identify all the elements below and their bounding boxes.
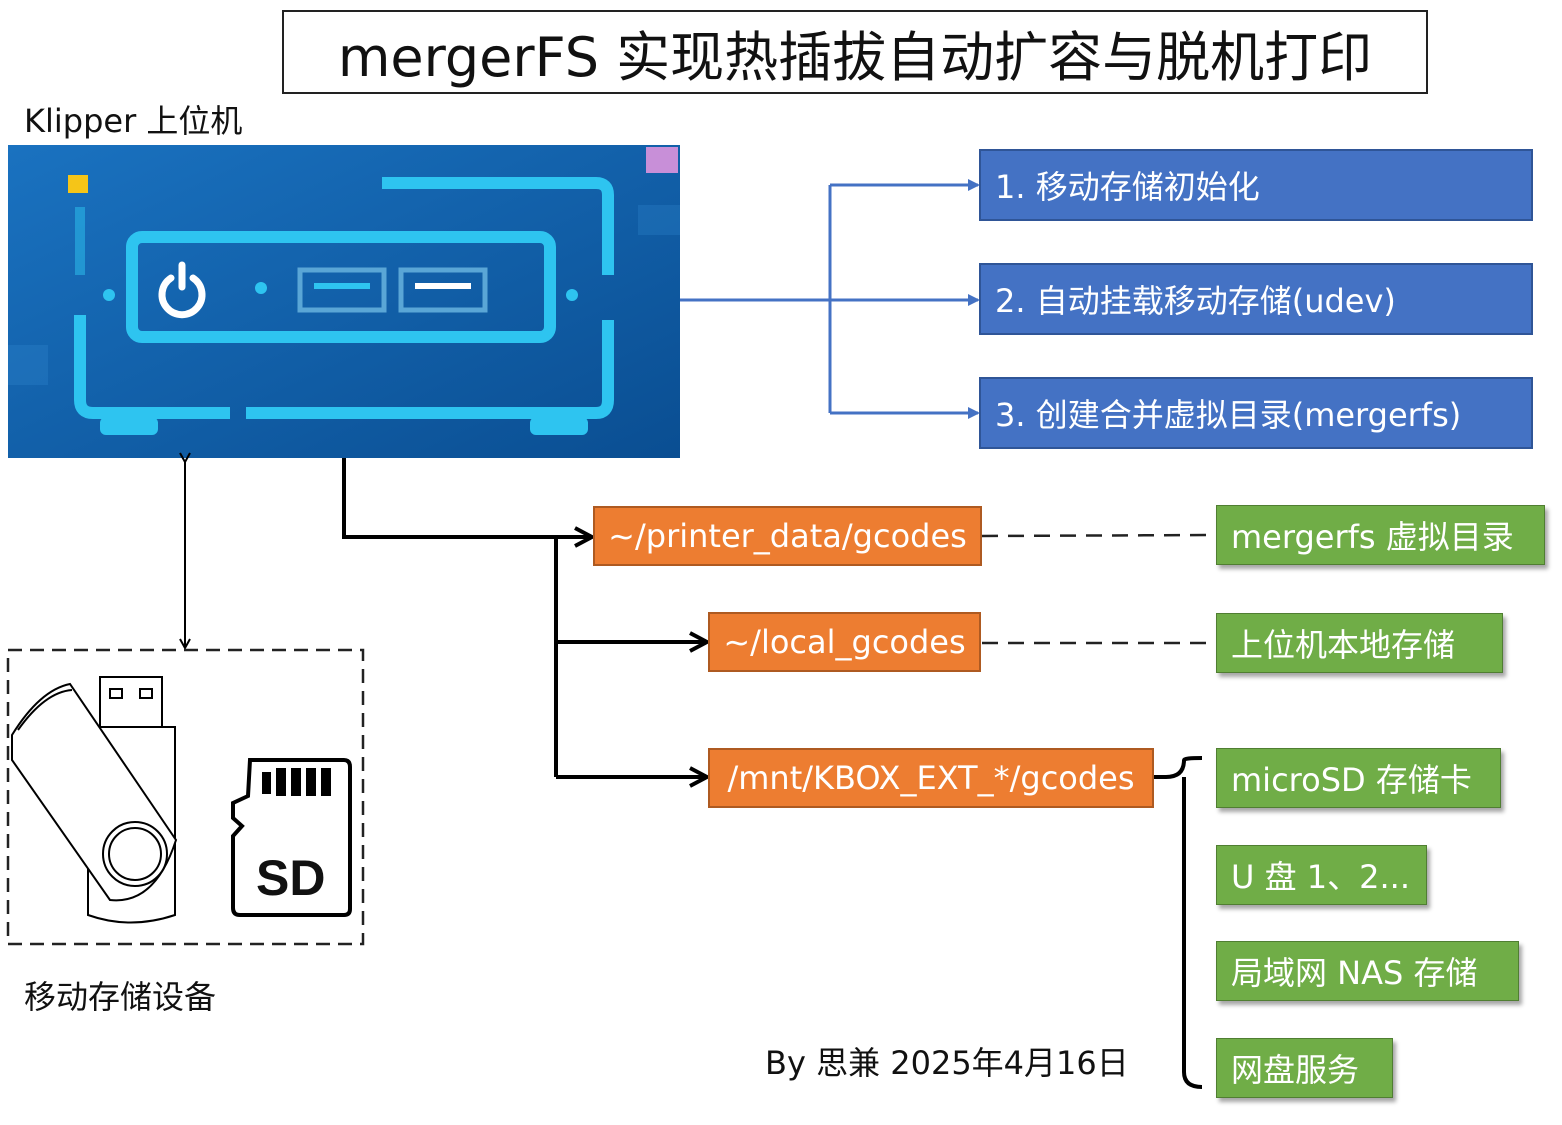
path-label: ~/printer_data/gcodes (608, 517, 967, 555)
target-label: U 盘 1、2... (1231, 858, 1411, 896)
target-box-usb: U 盘 1、2... (1216, 845, 1427, 905)
credit-text: By 思兼 2025年4月16日 (765, 1044, 1129, 1082)
path-box-local-gcodes: ~/local_gcodes (708, 612, 981, 672)
usb-port-icon (297, 267, 488, 313)
path-box-printer-data: ~/printer_data/gcodes (593, 506, 982, 566)
step-box-mount: 2. 自动挂载移动存储(udev) (979, 263, 1533, 335)
step-box-mergerfs: 3. 创建合并虚拟目录(mergerfs) (979, 377, 1533, 449)
step-box-init: 1. 移动存储初始化 (979, 149, 1533, 221)
power-icon (158, 261, 206, 319)
target-label: 网盘服务 (1231, 1051, 1360, 1089)
sd-card-text: SD (256, 850, 326, 906)
target-label: microSD 存储卡 (1231, 761, 1472, 799)
target-box-mergerfs: mergerfs 虚拟目录 (1216, 505, 1545, 565)
step-label: 2. 自动挂载移动存储(udev) (995, 282, 1396, 320)
target-box-microsd: microSD 存储卡 (1216, 748, 1501, 808)
target-box-cloud: 网盘服务 (1216, 1038, 1393, 1098)
usb-drive-icon (11, 676, 178, 924)
host-label: Klipper 上位机 (24, 102, 243, 140)
target-label: 上位机本地存储 (1231, 626, 1456, 664)
diagram-title: mergerFS 实现热插拔自动扩容与脱机打印 (282, 10, 1428, 94)
step-label: 1. 移动存储初始化 (995, 168, 1260, 206)
mini-pc-icon (8, 145, 680, 458)
target-label: 局域网 NAS 存储 (1231, 954, 1478, 992)
storage-label: 移动存储设备 (24, 978, 217, 1016)
target-box-local-storage: 上位机本地存储 (1216, 613, 1503, 673)
target-box-nas: 局域网 NAS 存储 (1216, 941, 1519, 1001)
path-label: /mnt/KBOX_EXT_*/gcodes (727, 759, 1135, 797)
path-box-mnt-ext: /mnt/KBOX_EXT_*/gcodes (708, 748, 1154, 808)
path-label: ~/local_gcodes (723, 623, 966, 661)
step-label: 3. 创建合并虚拟目录(mergerfs) (995, 396, 1462, 434)
target-label: mergerfs 虚拟目录 (1231, 518, 1514, 556)
sd-card-icon (231, 758, 352, 917)
host-device-illustration (8, 145, 680, 458)
